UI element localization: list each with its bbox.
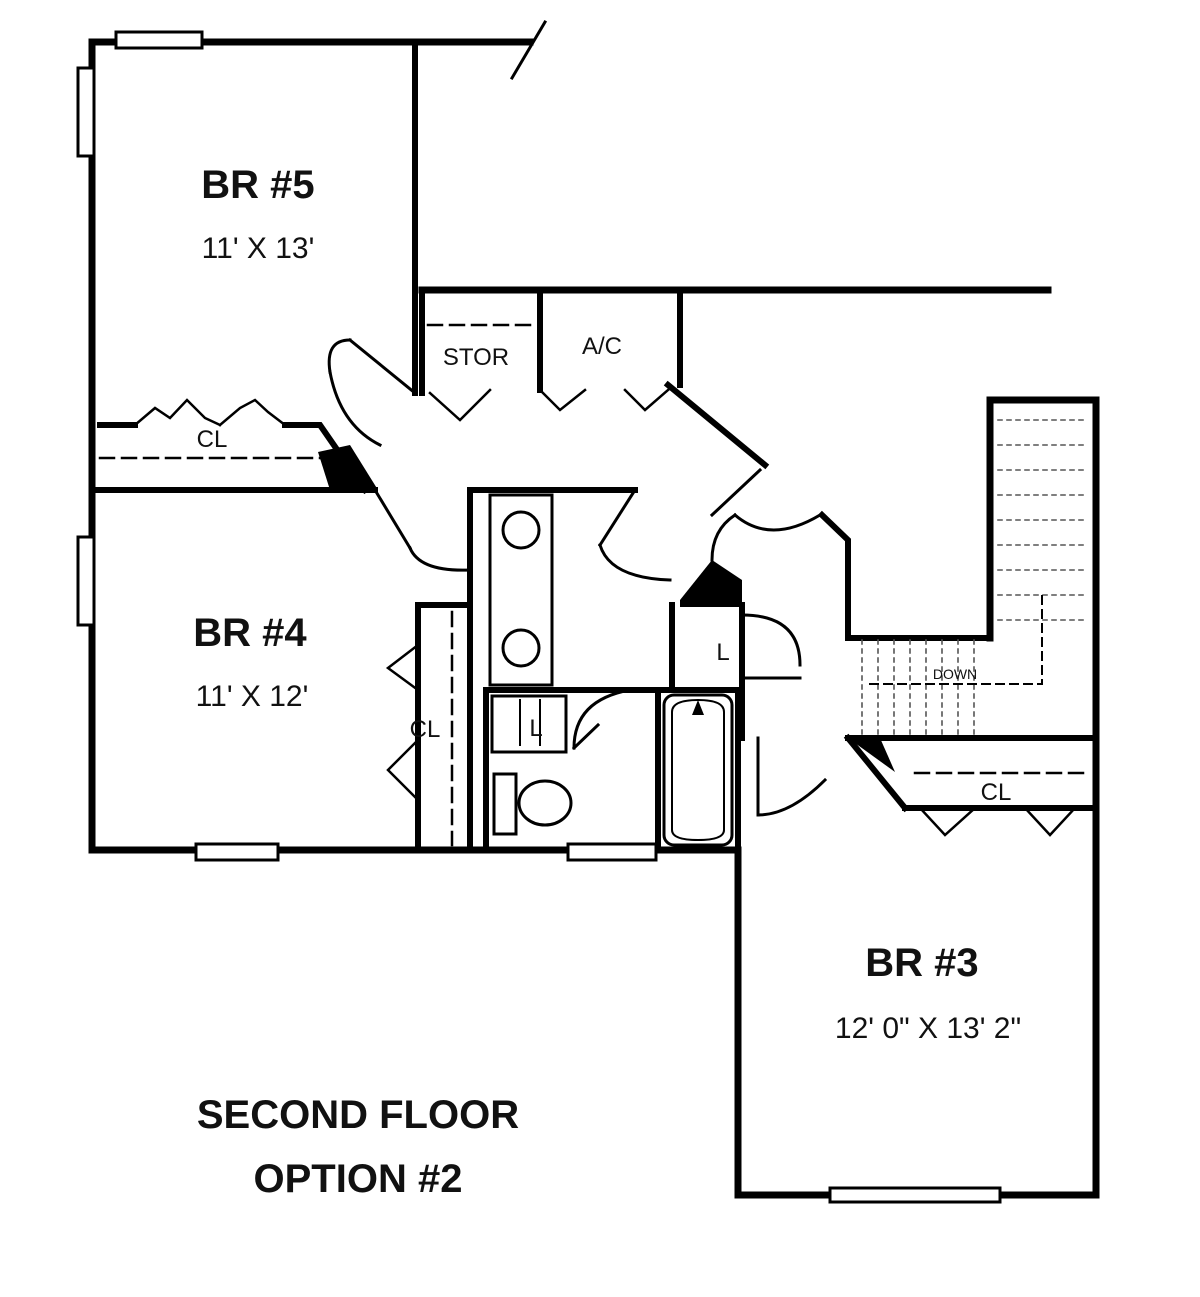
br3-size: 12' 0" X 13' 2" <box>835 1012 1021 1045</box>
door-swings <box>327 337 828 817</box>
toilet-bowl <box>517 779 573 827</box>
linen-bath-label: L <box>529 715 542 742</box>
closet-br5-label: CL <box>197 426 228 453</box>
room-labels: BR #5 11' X 13' BR #4 11' X 12' BR #3 12… <box>193 163 1021 1045</box>
wall-break-mark <box>509 19 548 81</box>
sink-basin-upper <box>501 510 541 550</box>
bifold-doors <box>133 388 1077 837</box>
bath-fixtures <box>488 493 734 847</box>
closet-br3-label: CL <box>981 779 1012 806</box>
interior-walls <box>89 39 1099 853</box>
br4-size: 11' X 12' <box>196 680 309 713</box>
staircase <box>861 419 1089 736</box>
linen-closet-bath <box>490 694 568 754</box>
br5-name: BR #5 <box>201 163 314 207</box>
stair-direction-line <box>869 589 1043 685</box>
title-line-1: SECOND FLOOR <box>197 1093 519 1137</box>
br3-name: BR #3 <box>865 941 978 985</box>
closet-br4-label: CL <box>410 716 441 743</box>
linen-hall-label: L <box>716 639 729 666</box>
br5-size: 11' X 13' <box>202 232 315 265</box>
bathtub <box>662 693 734 847</box>
tub-faucet <box>692 700 704 715</box>
ac-label: A/C <box>582 333 622 360</box>
stairs-down-label: DOWN <box>933 666 977 682</box>
stor-label: STOR <box>443 344 509 371</box>
toilet-tank <box>492 772 518 836</box>
windows <box>76 30 1002 1204</box>
wall-fill-blocks <box>318 445 895 772</box>
vanity-counter <box>488 493 554 687</box>
plan-title: SECOND FLOOR OPTION #2 <box>197 1093 519 1201</box>
title-line-2: OPTION #2 <box>254 1157 463 1201</box>
br4-name: BR #4 <box>193 611 307 655</box>
sink-basin-lower <box>501 628 541 668</box>
closet-shelves <box>98 323 1092 847</box>
